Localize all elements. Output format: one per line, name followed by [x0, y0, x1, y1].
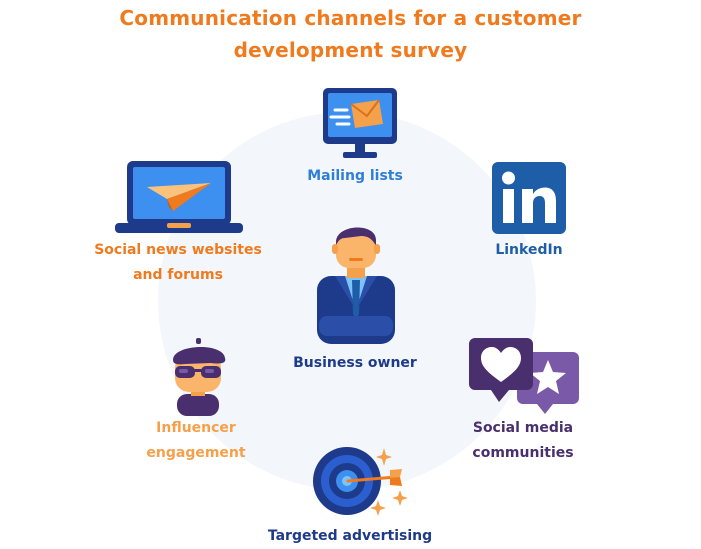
mail-monitor-icon: [323, 88, 397, 158]
mailing-lists-text: Mailing lists: [307, 168, 403, 184]
influencer-label: Influencer engagement: [116, 416, 276, 466]
diagram-title: Communication channels for a customer de…: [0, 2, 701, 66]
mailing-lists-label: Mailing lists: [270, 164, 440, 189]
influencer-line-2: engagement: [146, 445, 246, 461]
social-media-communities-label: Social media communities: [448, 416, 598, 466]
business-owner-label: Business owner: [270, 351, 440, 376]
communities-line-2: communities: [472, 445, 574, 461]
business-owner-text: Business owner: [293, 355, 417, 371]
linkedin-label: LinkedIn: [470, 238, 588, 263]
target-arrow-icon: [313, 447, 408, 516]
communities-line-1: Social media: [472, 420, 574, 436]
social-news-line-2: and forums: [133, 267, 223, 283]
targeted-advertising-label: Targeted advertising: [250, 524, 450, 549]
social-news-label: Social news websites and forums: [78, 238, 278, 288]
title-line-2: development survey: [233, 38, 468, 62]
business-person-icon: [317, 227, 395, 344]
social-news-line-1: Social news websites: [94, 242, 262, 258]
linkedin-icon: [492, 162, 566, 234]
linkedin-text: LinkedIn: [495, 242, 563, 258]
influencer-line-1: Influencer: [156, 420, 236, 436]
laptop-paper-plane-icon: [115, 161, 243, 233]
heart-star-bubbles-icon: [469, 338, 579, 414]
influencer-person-icon: [173, 338, 226, 416]
targeted-advertising-text: Targeted advertising: [267, 528, 433, 544]
title-line-1: Communication channels for a customer: [119, 6, 582, 30]
